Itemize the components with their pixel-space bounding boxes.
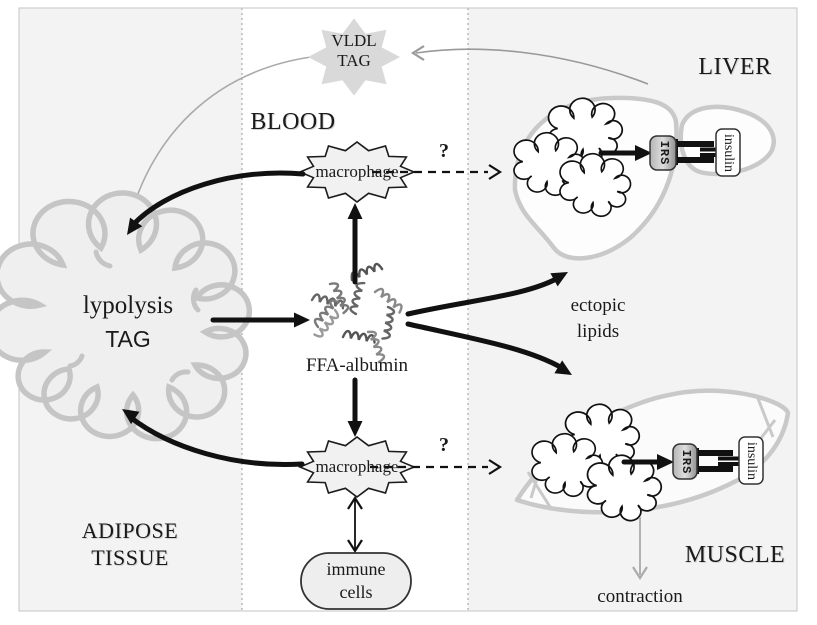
contraction-arrow: [631, 517, 649, 580]
muscle-insulin-label: insulin: [744, 441, 760, 480]
muscle-irs-box: [672, 443, 698, 480]
flux-arrows: [122, 145, 674, 470]
vldl-star: [308, 18, 400, 96]
immune-macrophage-arrow: [346, 496, 364, 553]
muscle-irs-label: IRS: [678, 449, 693, 474]
ffa-albumin-label: FFA-albumin: [305, 355, 409, 376]
adipose-panel-label: ADIPOSE TISSUE: [82, 517, 178, 571]
liver-irs-box: [649, 135, 677, 171]
muscle-insulin-receptor: [672, 436, 764, 485]
ectopic-line2: lipids: [576, 321, 620, 342]
adipose-line2: TISSUE: [91, 545, 169, 570]
blood-panel-label: BLOOD: [250, 109, 336, 135]
vldl-line2: TAG: [337, 50, 371, 70]
ectopic-line1: ectopic: [570, 295, 626, 316]
question-arrow-bottom: [370, 458, 502, 476]
vldl-node-label: VLDL TAG: [331, 31, 376, 70]
immune-cells-label: immune cells: [327, 558, 386, 604]
liver-panel-label: LIVER: [698, 54, 772, 80]
question-mark-top: ?: [439, 140, 449, 162]
adipose-line1: ADIPOSE: [81, 518, 179, 543]
contraction-label: contraction: [597, 586, 683, 607]
ectopic-lipids-label: ectopic lipids: [571, 293, 626, 345]
muscle-insulin-box: [738, 436, 764, 485]
lypolysis-tag-label: TAG: [105, 326, 151, 352]
lypolysis-label: lypolysis: [82, 292, 174, 319]
liver-to-vldl-arrow: [411, 44, 649, 85]
liver-irs-label: IRS: [656, 140, 671, 166]
vldl-to-adipose-arrow: [128, 56, 312, 223]
question-mark-bottom: ?: [439, 434, 449, 456]
immune-cells-shape: [300, 552, 412, 610]
lypolysis-cloud: [0, 190, 253, 442]
macrophage-bottom-label: macrophage: [315, 457, 399, 476]
liver-insulin-label: insulin: [721, 133, 737, 172]
vldl-line1: VLDL: [331, 31, 377, 50]
question-arrow-top: [372, 163, 502, 181]
macrophage-top-label: macrophage: [315, 162, 399, 181]
immune-line2: cells: [339, 582, 373, 602]
muscle-panel-label: MUSCLE: [684, 542, 786, 568]
immune-line1: immune: [326, 559, 386, 579]
liver-insulin-box: [715, 128, 741, 177]
liver-insulin-receptor: [649, 128, 741, 177]
